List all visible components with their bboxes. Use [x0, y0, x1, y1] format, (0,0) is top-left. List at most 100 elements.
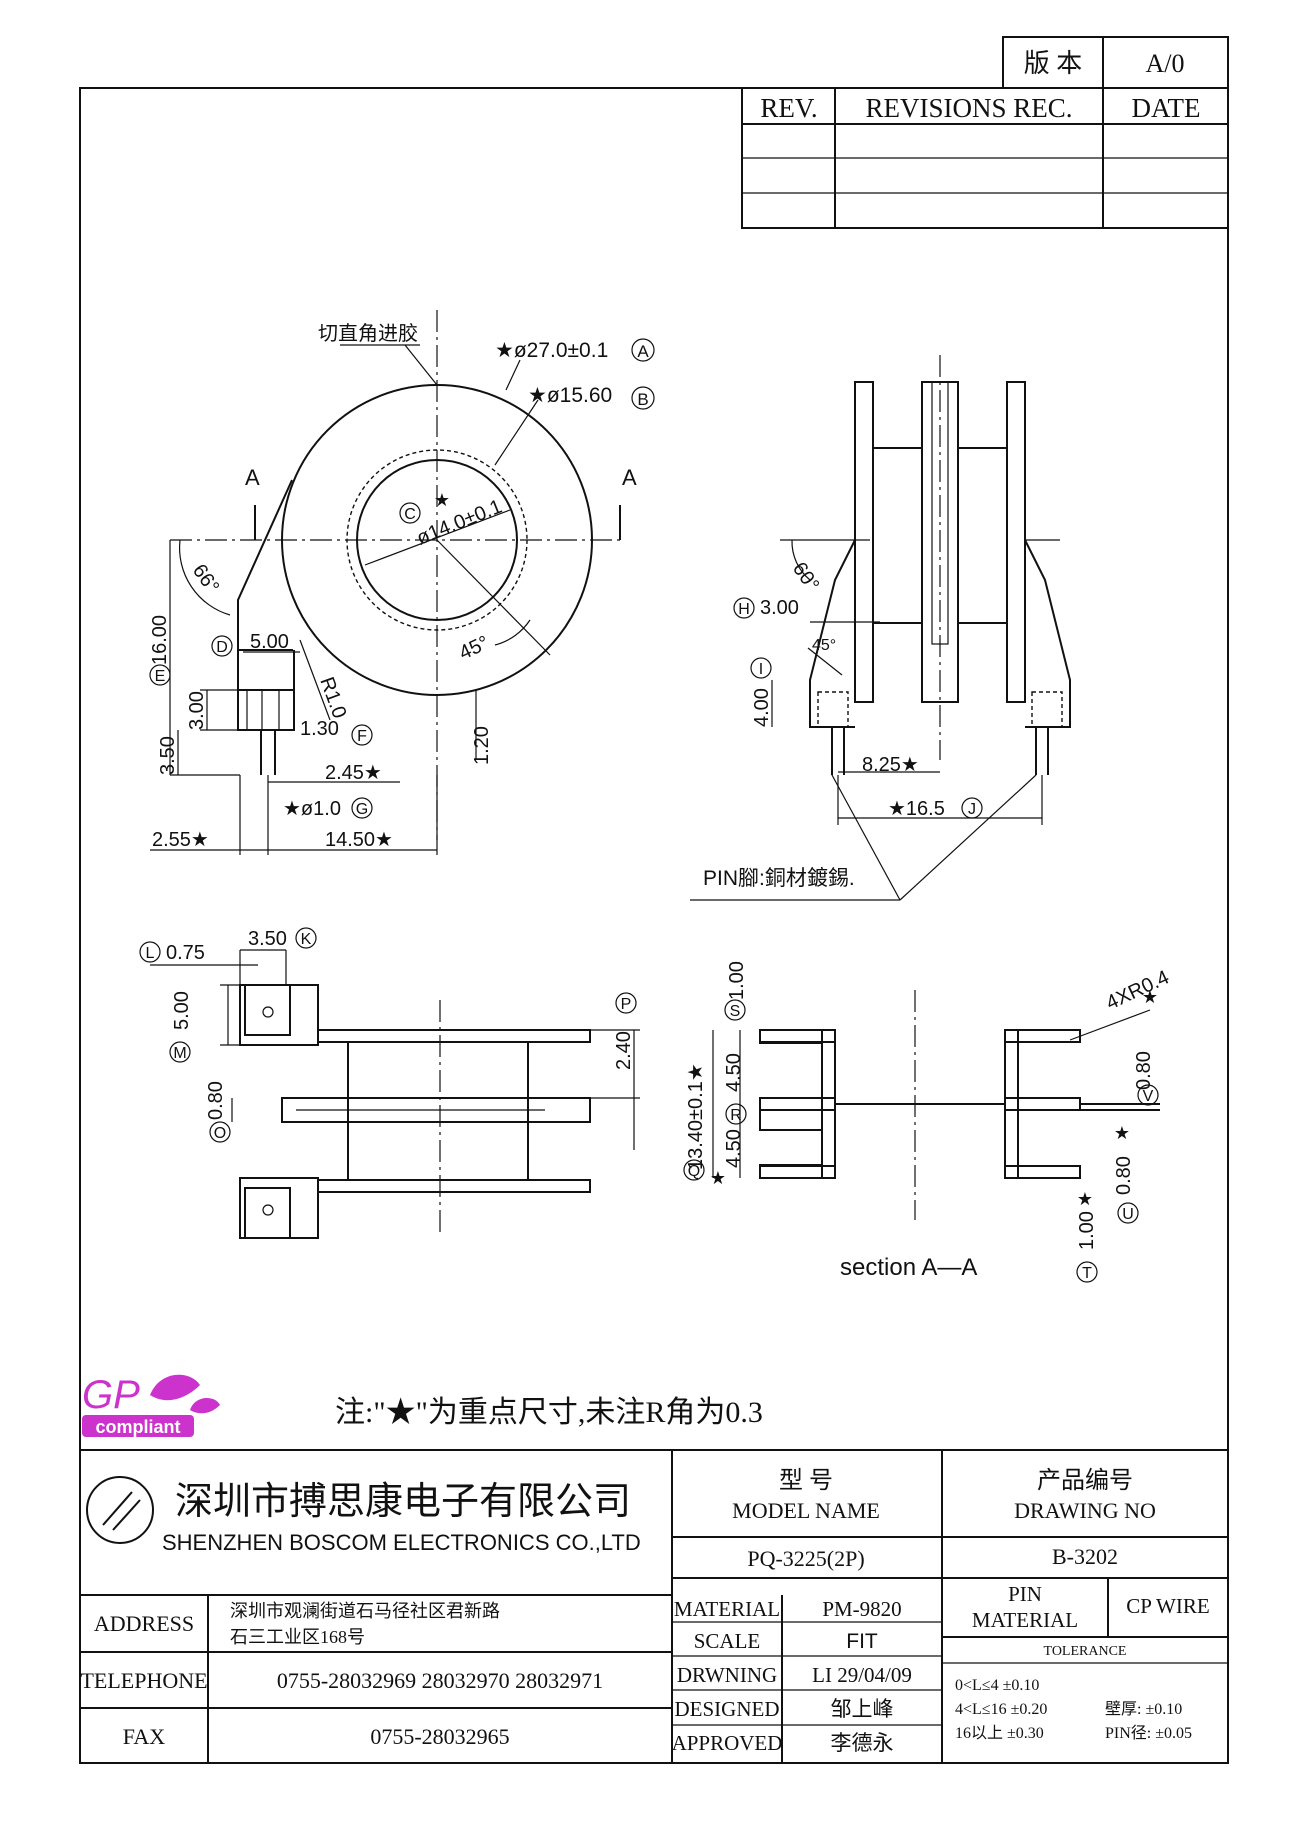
drawing-no-cn: 产品编号: [1037, 1467, 1133, 1494]
version-box: 版 本 A/0: [1002, 36, 1229, 89]
telephone-label: TELEPHONE: [80, 1668, 207, 1693]
gp-logo: GP compliant: [82, 1373, 220, 1437]
dim-245: 2.45★: [325, 762, 382, 784]
dim-16: 16.00: [149, 615, 171, 665]
dim-i-400: 4.00: [751, 688, 773, 727]
tag-h: H: [738, 601, 750, 618]
remark-note: 注:"★"为重点尺寸,未注R角为0.3: [335, 1396, 763, 1429]
dim-255: 2.55★: [152, 829, 209, 851]
company-name-en: SHENZHEN BOSCOM ELECTRONICS CO.,LTD: [162, 1530, 641, 1555]
angle-45: 45°: [456, 632, 493, 665]
star-c: ★: [434, 490, 450, 510]
tag-p: P: [621, 996, 632, 1013]
drawing-no-value: B-3202: [1052, 1544, 1118, 1569]
gp-text: GP: [82, 1373, 140, 1417]
gp-badge: compliant: [95, 1417, 180, 1437]
tag-f: F: [357, 728, 367, 745]
bore-circle: [356, 459, 518, 621]
dim-h-300: 3.00: [760, 597, 799, 619]
dim-075: 0.75: [166, 942, 205, 964]
company-logo-icon: [86, 1476, 154, 1544]
tag-g: G: [356, 801, 368, 818]
designed-label: DESIGNED: [675, 1697, 780, 1721]
leaf-icon: [150, 1374, 200, 1401]
dim-240: 2.40: [613, 1031, 635, 1070]
tag-j: J: [968, 801, 976, 818]
dim-120: 1.20: [471, 726, 493, 765]
section-caption: section A—A: [840, 1254, 977, 1281]
scale-label: SCALE: [694, 1629, 761, 1653]
drawn-date: LI 29/04/09: [812, 1663, 912, 1687]
gate-note: 切直角进胶: [318, 322, 418, 345]
tag-l: L: [146, 945, 155, 962]
approved-label: APPROVED: [672, 1731, 783, 1755]
angle-45-side: 45°: [812, 637, 836, 654]
tag-c: C: [404, 506, 416, 523]
tag-d: D: [216, 639, 228, 656]
title-block: 深圳市搏思康电子有限公司 SHENZHEN BOSCOM ELECTRONICS…: [80, 1449, 1228, 1763]
section-view: 1.00 S 13.40±0.1★ 4.50 R 4.50 Q ★ 4XR0.4…: [683, 961, 1173, 1283]
model-cn: 型 号: [779, 1467, 833, 1494]
star-v: ★: [1142, 987, 1158, 1007]
dim-080-v: 0.80: [1133, 1051, 1155, 1090]
dim-450-a: 4.50: [723, 1053, 745, 1092]
tag-m: M: [173, 1045, 186, 1062]
address-label: ADDRESS: [94, 1611, 194, 1636]
tag-r: R: [730, 1107, 742, 1124]
dim-r1: R1.0: [315, 674, 350, 721]
address-line2: 石三工业区168号: [230, 1627, 365, 1647]
rev-header: REV.: [760, 93, 817, 123]
tag-a: A: [637, 342, 649, 361]
dim-450-b: 4.50: [723, 1129, 745, 1168]
star-u: ★: [1114, 1123, 1130, 1143]
telephone-value: 0755-28032969 28032970 28032971: [277, 1668, 603, 1693]
drawing-frame: [79, 87, 1229, 1764]
dim-350: 3.50: [157, 736, 179, 775]
bottom-left-view: L 0.75 3.50 K 5.00 M 0.80 O P 2.40: [139, 927, 640, 1239]
dim-350-k: 3.50: [248, 928, 287, 950]
dim-080-b: 0.80: [1113, 1156, 1135, 1195]
dim-pin-diameter: ★ø1.0: [283, 798, 341, 820]
tolerance-3: 16以上 ±0.30: [955, 1724, 1044, 1742]
tag-s: S: [730, 1003, 741, 1020]
designed-value: 邹上峰: [831, 1697, 894, 1721]
tag-k: K: [301, 931, 312, 948]
dim-1450: 14.50★: [325, 829, 393, 851]
version-value: A/0: [1146, 49, 1185, 78]
pin-material-label-1: PIN: [1008, 1582, 1042, 1606]
leaf-icon-small: [190, 1398, 220, 1414]
tag-v: V: [1143, 1088, 1154, 1105]
dim-mid-diameter: ★ø15.60: [528, 384, 612, 407]
tolerance-1: 0<L≤4 ±0.10: [955, 1677, 1039, 1694]
date-header: DATE: [1132, 93, 1201, 123]
material-value: PM-9820: [822, 1597, 901, 1621]
side-view: 60° H 3.00 45° I 4.00 8.25★ ★16.5 J PIN腳…: [690, 355, 1071, 901]
mid-circle: [346, 449, 528, 631]
tolerance-2: 4<L≤16 ±0.20: [955, 1701, 1047, 1718]
pin-note: PIN腳:銅材鍍錫.: [703, 867, 855, 890]
tag-i: I: [759, 661, 763, 678]
star-t: ★: [1077, 1189, 1093, 1209]
section-mark-right: A: [622, 465, 637, 490]
company-name-cn: 深圳市搏思康电子有限公司: [175, 1481, 631, 1523]
version-label: 版 本: [1024, 49, 1083, 78]
dim-165: ★16.5: [888, 798, 945, 820]
scale-value: FIT: [846, 1630, 878, 1653]
fax-label: FAX: [123, 1724, 165, 1749]
approved-value: 李德永: [831, 1731, 894, 1755]
dim-s-100: 1.00: [726, 961, 748, 1000]
tag-b: B: [637, 390, 648, 409]
pin-material-value: CP WIRE: [1126, 1594, 1209, 1618]
address-line1: 深圳市观澜街道石马径社区君新路: [230, 1601, 500, 1621]
section-mark-left: A: [245, 465, 260, 490]
tag-t: T: [1082, 1265, 1092, 1282]
drawn-label: DRWNING: [677, 1663, 777, 1687]
angle-60: 60°: [788, 558, 823, 595]
top-view: A A 切直角进胶 ★ø27.0±0.1 A ★ø15.60 B C ★ ø14…: [149, 310, 655, 855]
tag-e: E: [155, 668, 166, 685]
dim-outer-diameter: ★ø27.0±0.1: [495, 339, 608, 362]
tolerance-label: TOLERANCE: [1044, 1644, 1127, 1659]
pin-material-label-2: MATERIAL: [972, 1608, 1078, 1632]
dim-4xr: 4XR0.4: [1103, 966, 1173, 1014]
